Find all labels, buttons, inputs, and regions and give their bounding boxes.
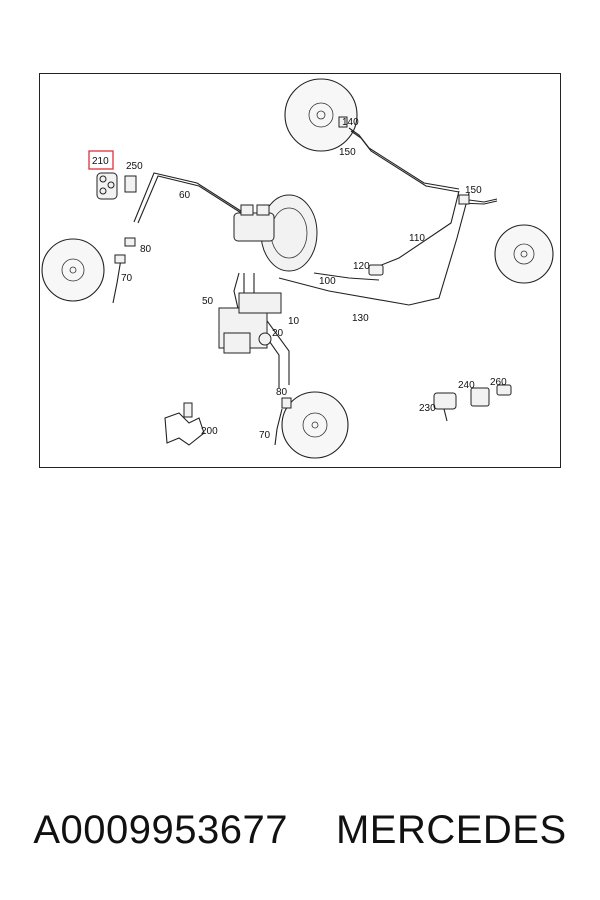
bracket-200 [164,402,205,446]
bushing-250 [124,175,137,193]
callout-150-right: 150 [465,185,482,196]
brake-booster [233,194,318,272]
callout-140: 140 [342,117,359,128]
callout-200: 200 [201,426,218,437]
brake-disc-left [41,238,105,302]
callout-230: 230 [419,403,436,414]
callout-70-left: 70 [121,273,133,284]
callout-70-bottom: 70 [259,430,271,441]
product-caption: A0009953677 MERCEDES [0,800,600,860]
callout-210: 210 [92,156,109,167]
brake-hose-rear [274,397,292,446]
callout-50: 50 [202,296,214,307]
callout-240: 240 [458,380,475,391]
brand-name: MERCEDES [335,807,567,852]
callout-20: 20 [272,328,284,339]
valve-block-210 [96,172,118,200]
callout-60: 60 [179,190,191,201]
brake-disc-right [494,224,554,284]
sleeve-260 [496,384,512,396]
parts-diagram: 140 150 150 210 250 60 80 70 110 120 100… [39,73,561,468]
callout-130: 130 [352,313,369,324]
connector-120 [368,264,384,276]
callout-10: 10 [288,316,300,327]
part-number: A0009953677 [33,807,288,852]
abs-unit [218,292,282,354]
callout-100: 100 [319,276,336,287]
callout-150-top: 150 [339,147,356,158]
brake-disc-rear [281,391,349,459]
callout-120: 120 [353,261,370,272]
holder-240 [470,387,490,407]
brake-disc-front-right [284,78,358,152]
brake-lines [133,127,498,388]
sensor-230 [433,392,457,422]
callout-260: 260 [490,377,507,388]
brake-hose-left [112,237,136,304]
callout-250: 250 [126,161,143,172]
callout-110: 110 [409,233,425,244]
callout-80-left: 80 [140,244,152,255]
brake-hose-right [338,116,498,205]
highlight-box-210 [88,150,114,170]
callout-80-bottom: 80 [276,387,288,398]
